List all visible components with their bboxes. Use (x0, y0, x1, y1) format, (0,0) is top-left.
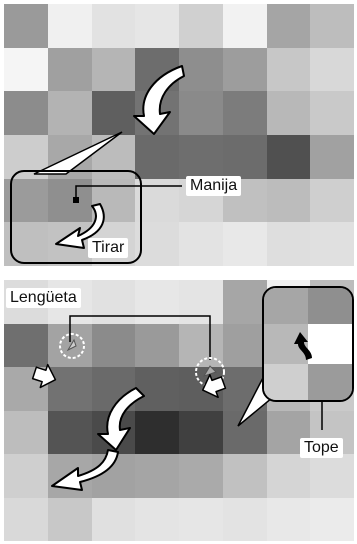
curved-down-arrow-icon (97, 387, 145, 451)
mosaic-cell (47, 410, 93, 455)
mosaic-cell (310, 497, 354, 541)
pixelated-background (4, 4, 354, 266)
mosaic-cell (135, 454, 180, 499)
curved-down-arrow-icon (51, 449, 119, 491)
mosaic-cell (310, 47, 354, 93)
mosaic-cell (266, 135, 312, 180)
mosaic-cell (4, 497, 49, 541)
mosaic-cell (179, 47, 224, 93)
mosaic-cell (135, 323, 180, 368)
pointer-arrow-icon (31, 363, 57, 389)
mosaic-cell (91, 47, 137, 93)
mosaic-cell (310, 135, 354, 180)
bottom-illustration-panel: Lengüeta Tope (4, 280, 354, 541)
label-tab: Lengüeta (6, 288, 81, 308)
mosaic-cell (91, 323, 137, 368)
mosaic-cell (266, 47, 312, 93)
dashed-circle-icon (59, 333, 85, 359)
mosaic-cell (4, 410, 49, 455)
label-stopper: Tope (300, 438, 343, 458)
mosaic-cell (4, 454, 49, 499)
callout-inset-box (262, 286, 354, 402)
mosaic-cell (222, 323, 268, 368)
mosaic-cell (222, 4, 268, 49)
mosaic-cell (310, 178, 354, 224)
mosaic-cell (4, 4, 49, 49)
mosaic-cell (91, 280, 137, 325)
bottom-overlay (31, 315, 325, 491)
mosaic-cell (135, 410, 180, 455)
mosaic-cell (4, 91, 49, 136)
mosaic-cell (47, 497, 93, 541)
hook-arrow-icon (294, 332, 312, 360)
mosaic-cell (310, 4, 354, 49)
mosaic-cell (266, 178, 312, 224)
mosaic-cell (179, 91, 224, 136)
mosaic-cell (135, 4, 180, 49)
callout-pointer (33, 131, 123, 175)
pull-arrow-icon (55, 203, 105, 249)
handle-dot (73, 197, 79, 203)
mosaic-cell (310, 222, 354, 266)
mosaic-cell (4, 47, 49, 93)
mosaic-cell (266, 91, 312, 136)
mosaic-cell (179, 4, 224, 49)
mosaic-cell (266, 497, 312, 541)
mosaic-cell (179, 410, 224, 455)
mosaic-cell (47, 47, 93, 93)
mosaic-cell (310, 91, 354, 136)
mosaic-cell (91, 91, 137, 136)
label-pull: Tirar (88, 238, 129, 258)
tab-leader-line (69, 315, 211, 360)
mosaic-cell (222, 135, 268, 180)
mosaic-cell (222, 222, 268, 266)
mosaic-cell (179, 280, 224, 325)
mosaic-cell (47, 367, 93, 412)
top-overlay (33, 65, 185, 249)
mosaic-cell (135, 280, 180, 325)
mosaic-cell (222, 91, 268, 136)
mosaic-cell (135, 367, 180, 412)
mosaic-cell (310, 454, 354, 499)
mosaic-cell (179, 497, 224, 541)
pointer-arrow-icon (201, 373, 227, 399)
mosaic-cell (179, 135, 224, 180)
mosaic-cell (135, 222, 180, 266)
top-illustration-panel: Manija Tirar (4, 4, 354, 266)
mosaic-cell (222, 280, 268, 325)
mosaic-cell (91, 4, 137, 49)
mosaic-cell (266, 454, 312, 499)
curved-down-arrow-icon (133, 65, 185, 135)
mosaic-cell (179, 454, 224, 499)
mosaic-cell (135, 497, 180, 541)
label-handle: Manija (186, 176, 242, 196)
mosaic-cell (47, 4, 93, 49)
mosaic-cell (266, 222, 312, 266)
mosaic-cell (266, 4, 312, 49)
mosaic-cell (47, 91, 93, 136)
mosaic-cell (135, 135, 180, 180)
mosaic-cell (4, 323, 49, 368)
mosaic-cell (179, 222, 224, 266)
mosaic-cell (91, 497, 137, 541)
pixelated-background (4, 280, 354, 541)
mosaic-cell (222, 454, 268, 499)
mosaic-cell (222, 47, 268, 93)
handle-leader-line (75, 185, 182, 200)
mosaic-cell (222, 497, 268, 541)
